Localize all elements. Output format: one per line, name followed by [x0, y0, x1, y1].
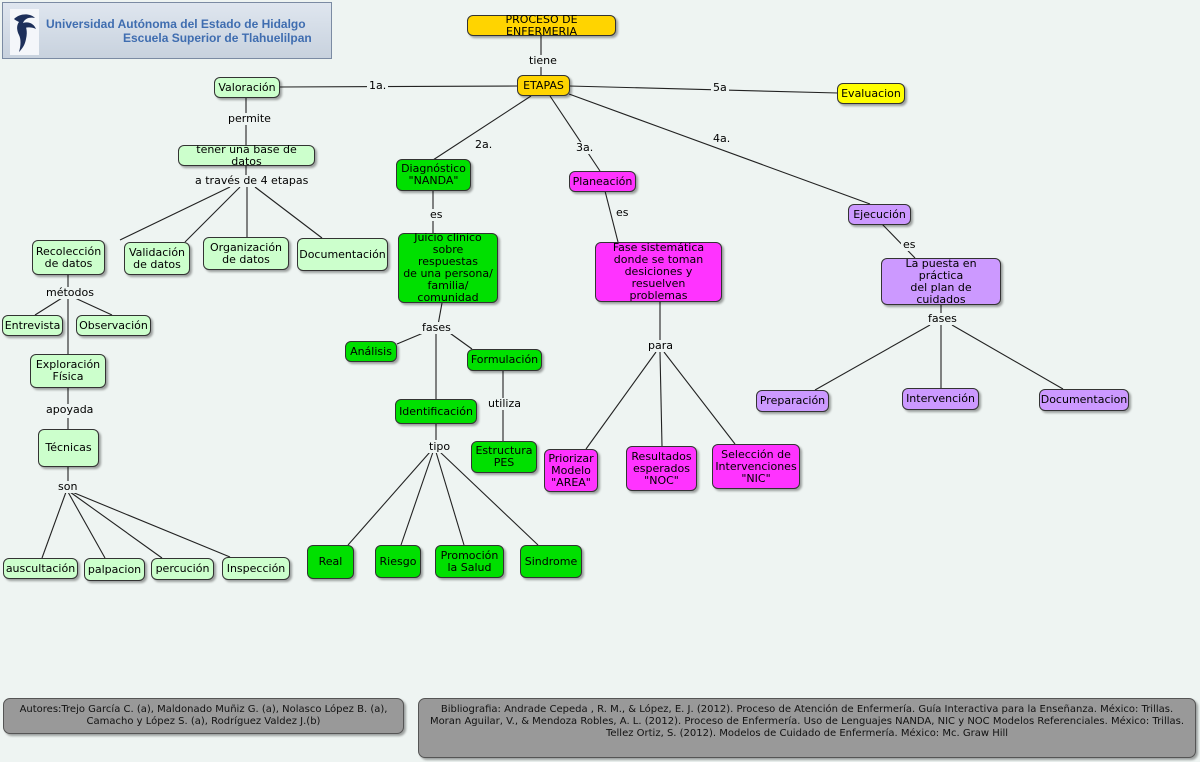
- node-diagnostico[interactable]: Diagnóstico "NANDA": [396, 159, 471, 191]
- node-intervencion[interactable]: Intervención: [902, 388, 979, 410]
- node-validacion[interactable]: Validación de datos: [124, 242, 190, 275]
- university-header: Universidad Autónoma del Estado de Hidal…: [2, 2, 332, 59]
- link-label-3a: 3a.: [574, 141, 596, 154]
- node-juicio-clinico[interactable]: Juicio clinico sobre respuestas de una p…: [398, 232, 498, 304]
- node-priorizar[interactable]: Priorizar Modelo "AREA": [544, 449, 598, 492]
- node-observacion[interactable]: Observación: [76, 315, 151, 336]
- header-school-name: Escuela Superior de Tlahuelilpan: [123, 31, 312, 45]
- link-label-4a: 4a.: [711, 132, 733, 145]
- link-label-fases-diagnostico: fases: [420, 321, 453, 334]
- link-label-permite: permite: [226, 112, 273, 125]
- node-exploracion[interactable]: Exploración Física: [30, 354, 106, 388]
- node-entrevista[interactable]: Entrevista: [2, 315, 63, 336]
- node-organizacion[interactable]: Organización de datos: [203, 237, 289, 270]
- node-base-datos[interactable]: tener una base de datos: [178, 143, 315, 167]
- link-label-utiliza: utiliza: [486, 397, 523, 410]
- university-logo-icon: [10, 9, 39, 55]
- node-fase-sistematica[interactable]: Fase sistemática donde se toman desicion…: [595, 242, 722, 302]
- node-formulacion[interactable]: Formulación: [467, 349, 542, 371]
- link-label-es-ejecucion: es: [901, 238, 918, 251]
- link-label-metodos: métodos: [44, 286, 96, 299]
- node-documentacion-ejecucion[interactable]: Documentacion: [1039, 389, 1129, 411]
- link-label-para: para: [646, 339, 675, 352]
- node-identificacion[interactable]: Identificación: [395, 399, 477, 424]
- header-university-name: Universidad Autónoma del Estado de Hidal…: [46, 17, 306, 31]
- bibliography-box: Bibliografia: Andrade Cepeda , R. M., & …: [418, 698, 1196, 758]
- node-analisis[interactable]: Análisis: [345, 341, 397, 362]
- node-valoracion[interactable]: Valoración: [214, 77, 280, 98]
- link-label-1a: 1a.: [367, 79, 389, 92]
- link-label-2a: 2a.: [473, 138, 495, 151]
- node-recoleccion[interactable]: Recolección de datos: [32, 240, 105, 275]
- link-label-son: son: [56, 480, 80, 493]
- node-percucion[interactable]: percución: [151, 558, 214, 580]
- link-label-a-traves: a través de 4 etapas: [193, 174, 311, 187]
- node-preparacion[interactable]: Preparación: [756, 390, 829, 412]
- node-sindrome[interactable]: Sindrome: [520, 545, 582, 578]
- node-real[interactable]: Real: [307, 545, 354, 579]
- link-label-es-planeacion: es: [614, 206, 631, 219]
- link-label-apoyada: apoyada: [44, 403, 96, 416]
- node-planeacion[interactable]: Planeación: [569, 171, 636, 192]
- node-resultados[interactable]: Resultados esperados "NOC": [626, 446, 697, 491]
- node-etapas[interactable]: ETAPAS: [517, 75, 570, 96]
- node-ejecucion[interactable]: Ejecución: [848, 204, 911, 225]
- node-inspeccion[interactable]: Inspección: [222, 557, 290, 580]
- node-estructura-pes[interactable]: Estructura PES: [471, 441, 537, 473]
- node-riesgo[interactable]: Riesgo: [375, 545, 421, 578]
- link-label-es-diagnostico: es: [428, 208, 445, 221]
- node-puesta-practica[interactable]: La puesta en práctica del plan de cuidad…: [881, 257, 1001, 305]
- node-proceso[interactable]: PROCESO DE ENFERMERIA: [467, 13, 616, 37]
- link-label-tiene: tiene: [527, 54, 559, 67]
- node-auscultacion[interactable]: auscultación: [3, 558, 78, 579]
- authors-box: Autores:Trejo García C. (a), Maldonado M…: [3, 698, 404, 734]
- node-documentacion-valoracion[interactable]: Documentación: [297, 238, 388, 271]
- link-label-tipo: tipo: [427, 440, 453, 453]
- link-label-5a: 5a: [711, 81, 729, 94]
- node-tecnicas[interactable]: Técnicas: [38, 429, 99, 467]
- node-evaluacion[interactable]: Evaluacion: [837, 83, 905, 104]
- node-promocion[interactable]: Promoción la Salud: [435, 545, 504, 578]
- link-label-fases-ejecucion: fases: [926, 312, 959, 325]
- node-seleccion[interactable]: Selección de Intervenciones "NIC": [712, 444, 800, 489]
- node-palpacion[interactable]: palpacion: [84, 558, 145, 581]
